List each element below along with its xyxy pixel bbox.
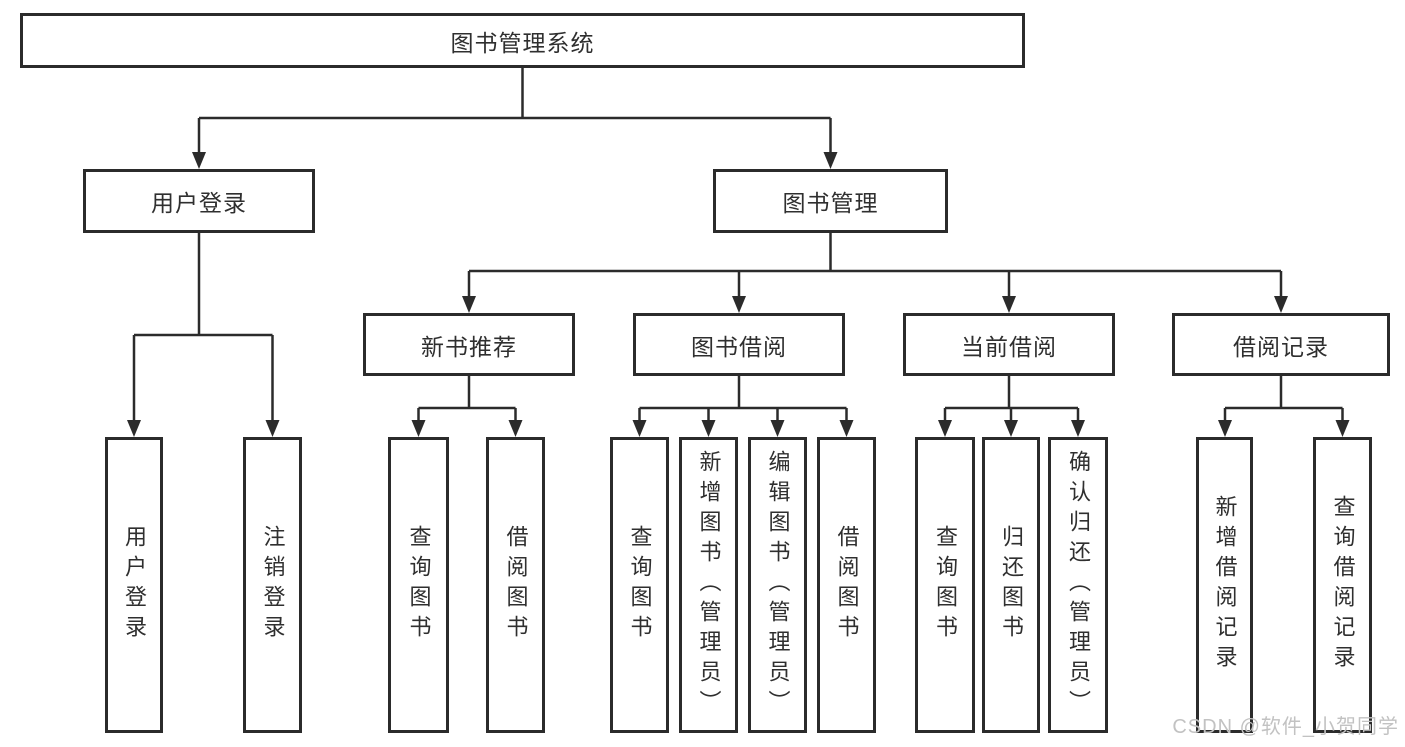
- leaf-borrow-books-1-label: 借阅图书: [503, 525, 529, 645]
- leaf-confirm-return-admin: 确认归还（管理员）: [1048, 437, 1108, 733]
- arrowheads: [127, 152, 1350, 437]
- connector-borrowrecords-to-leaves: [1223, 376, 1344, 423]
- leaf-add-books-admin-label: 新增图书（管理员）: [696, 450, 722, 720]
- leaf-add-books-admin: 新增图书（管理员）: [679, 437, 738, 733]
- leaf-edit-books-admin: 编辑图书（管理员）: [748, 437, 807, 733]
- connector-currentborrow-to-leaves: [943, 376, 1080, 423]
- node-borrow-records-label: 借阅记录: [1233, 333, 1329, 360]
- leaf-user-login-label: 用户登录: [122, 525, 147, 645]
- arrowhead: [839, 420, 854, 437]
- arrowhead: [462, 296, 476, 313]
- node-borrow-records: 借阅记录: [1172, 313, 1390, 376]
- leaf-query-books-2-label: 查询图书: [627, 525, 653, 645]
- leaf-query-books-1: 查询图书: [388, 437, 449, 733]
- leaf-query-books-3-label: 查询图书: [933, 525, 958, 645]
- node-book-management-label: 图书管理: [782, 190, 879, 216]
- connector-newbooks-to-leaves: [417, 376, 517, 423]
- leaf-logout-label: 注销登录: [260, 525, 286, 645]
- leaf-user-login: 用户登录: [105, 437, 163, 733]
- leaf-borrow-books-2: 借阅图书: [817, 437, 876, 733]
- arrowhead: [1218, 420, 1232, 437]
- node-new-book-recommend: 新书推荐: [363, 313, 575, 376]
- arrowhead: [508, 420, 523, 437]
- leaf-logout: 注销登录: [243, 437, 302, 733]
- arrowhead: [632, 420, 647, 437]
- node-book-borrow-label: 图书借阅: [691, 333, 787, 360]
- node-book-borrow: 图书借阅: [633, 313, 845, 376]
- leaf-edit-books-admin-label: 编辑图书（管理员）: [765, 450, 791, 720]
- connector-bookmgmt-to-level3: [467, 233, 1283, 299]
- node-user-login-label: 用户登录: [151, 190, 247, 216]
- leaf-add-borrow-record: 新增借阅记录: [1196, 437, 1253, 733]
- leaf-query-books-3: 查询图书: [915, 437, 975, 733]
- node-book-management: 图书管理: [713, 169, 948, 233]
- node-user-login: 用户登录: [83, 169, 315, 233]
- leaf-query-borrow-record: 查询借阅记录: [1313, 437, 1372, 733]
- arrowhead: [1002, 296, 1016, 313]
- arrowhead: [265, 420, 280, 437]
- leaf-query-books-1-label: 查询图书: [406, 525, 432, 645]
- leaf-return-books: 归还图书: [982, 437, 1040, 733]
- arrowhead: [411, 420, 426, 437]
- arrowhead: [701, 420, 716, 437]
- node-root: 图书管理系统: [20, 13, 1025, 68]
- leaf-query-borrow-record-label: 查询借阅记录: [1330, 495, 1356, 675]
- arrowhead: [1071, 420, 1085, 437]
- node-current-borrow-label: 当前借阅: [961, 333, 1057, 360]
- arrowhead: [732, 296, 746, 313]
- leaf-confirm-return-admin-label: 确认归还（管理员）: [1066, 450, 1091, 720]
- node-current-borrow: 当前借阅: [903, 313, 1115, 376]
- connector-root-to-level2: [197, 68, 832, 155]
- arrowhead: [1004, 420, 1018, 437]
- leaf-return-books-label: 归还图书: [999, 525, 1024, 645]
- connector-userlogin-to-leaves: [132, 233, 274, 423]
- leaf-add-borrow-record-label: 新增借阅记录: [1212, 495, 1238, 675]
- arrowhead: [1335, 420, 1350, 437]
- arrowhead: [938, 420, 952, 437]
- arrowhead: [127, 420, 141, 437]
- arrowhead: [770, 420, 785, 437]
- arrowhead: [192, 152, 206, 169]
- node-root-label: 图书管理系统: [450, 29, 595, 56]
- connector-bookborrow-to-leaves: [638, 376, 848, 423]
- node-new-book-recommend-label: 新书推荐: [421, 333, 517, 360]
- arrowhead: [1274, 296, 1288, 313]
- csdn-watermark: CSDN @软件_小贺同学: [1172, 716, 1399, 738]
- leaf-borrow-books-2-label: 借阅图书: [834, 525, 860, 645]
- leaf-query-books-2: 查询图书: [610, 437, 669, 733]
- leaf-borrow-books-1: 借阅图书: [486, 437, 545, 733]
- arrowhead: [823, 152, 838, 169]
